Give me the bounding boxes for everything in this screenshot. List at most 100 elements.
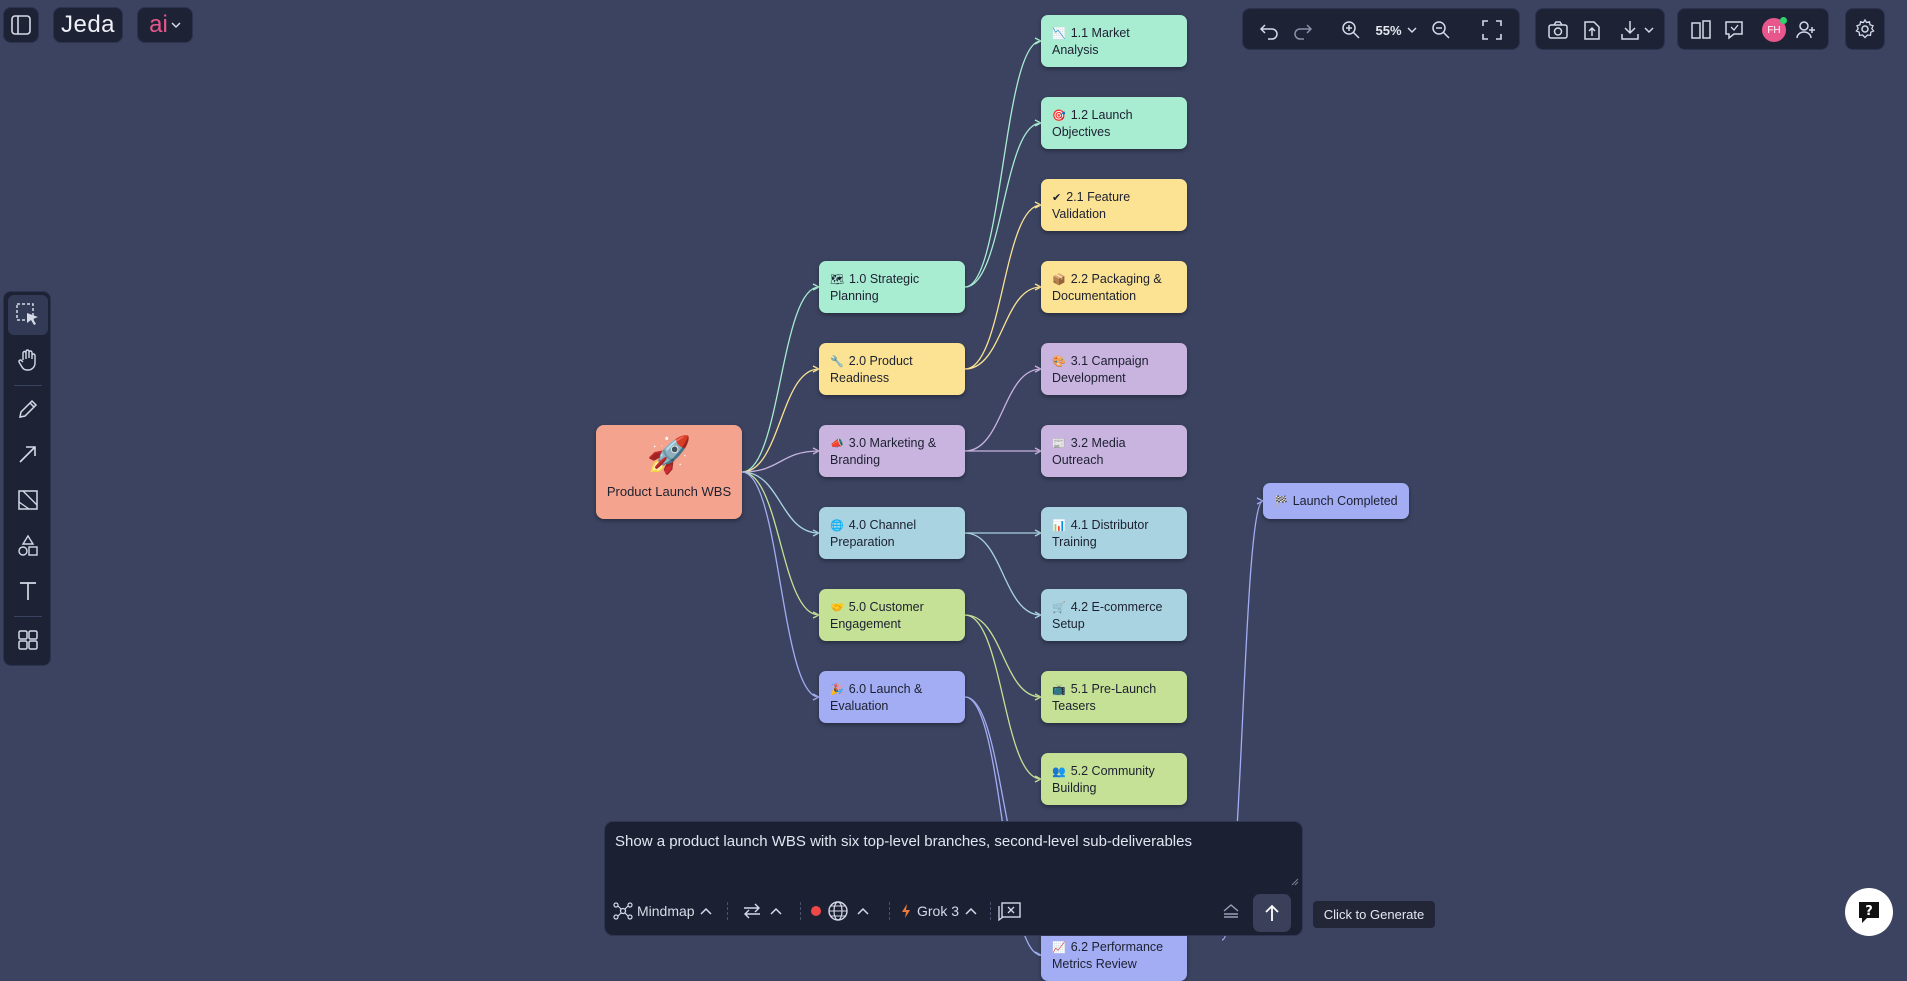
- hand-icon: [18, 349, 36, 371]
- leave-label-line1: 5.1 Pre-Launch: [1070, 682, 1157, 696]
- pen-icon: [19, 399, 38, 418]
- root-label: Product Launch WBS: [606, 484, 732, 499]
- leave-label-line1: 6.2 Performance: [1070, 940, 1164, 954]
- leave-emoji-icon: 🎯: [1052, 110, 1066, 122]
- user-avatar[interactable]: FH: [1762, 17, 1787, 42]
- mode-selector[interactable]: Mindmap: [613, 896, 712, 926]
- text-tool[interactable]: [8, 571, 48, 611]
- mindmap-icon: [613, 902, 633, 920]
- tool-divider: [14, 385, 42, 386]
- model-selector[interactable]: Grok 3: [901, 896, 977, 926]
- undo-icon: [1259, 24, 1278, 40]
- branch-to-leaf-connector: [964, 368, 1042, 452]
- upload-button[interactable]: [1580, 17, 1604, 43]
- leave-label-line2: Building: [1052, 781, 1097, 795]
- select-icon: [16, 303, 38, 325]
- prompt-input[interactable]: Show a product launch WBS with six top-l…: [615, 833, 1192, 850]
- record-dot-icon: [811, 906, 821, 916]
- branch-node[interactable]: 📣3.0 Marketing &Branding: [819, 425, 965, 477]
- resize-handle-icon[interactable]: [1291, 878, 1299, 886]
- zoom-level-dropdown[interactable]: 55%: [1373, 18, 1419, 42]
- zoom-in-icon: [1342, 21, 1360, 39]
- branch-node[interactable]: 🎉6.0 Launch &Evaluation: [819, 671, 965, 723]
- ai-menu-button[interactable]: ai: [137, 7, 193, 43]
- redo-button[interactable]: [1291, 18, 1315, 42]
- fit-screen-icon: [1482, 20, 1502, 40]
- swap-icon: [744, 903, 760, 919]
- shapes-tool[interactable]: [8, 526, 48, 566]
- leave-emoji-icon: 📦: [1052, 274, 1066, 286]
- branche-emoji-icon: 🤝: [830, 602, 844, 614]
- mindmap-connectors: [741, 37, 1265, 956]
- toolbar-divider: [889, 902, 891, 920]
- web-search-selector[interactable]: [811, 896, 869, 926]
- rocket-icon: 🚀: [646, 434, 692, 475]
- branche-label-line1: 3.0 Marketing &: [848, 436, 937, 450]
- collapse-button[interactable]: [1221, 896, 1241, 926]
- comment-icon: [1725, 21, 1743, 40]
- branche-label-line1: 1.0 Strategic: [848, 272, 920, 286]
- svg-text:?: ?: [1865, 904, 1873, 919]
- help-button[interactable]: ?: [1845, 888, 1893, 936]
- invite-user-button[interactable]: [1793, 18, 1819, 42]
- undo-button[interactable]: [1257, 18, 1281, 42]
- leave-label-line2: Setup: [1052, 617, 1085, 631]
- arrow-icon: [19, 446, 36, 463]
- avatar-initials: FH: [1767, 24, 1781, 36]
- direction-selector[interactable]: [742, 896, 782, 926]
- globe-icon: [828, 901, 848, 921]
- pen-tool[interactable]: [8, 389, 48, 429]
- branch-to-leaf-connector: [964, 286, 1042, 370]
- root-to-branch-connector: [741, 450, 820, 473]
- root-node[interactable]: 🚀 Product Launch WBS: [596, 425, 742, 519]
- layout-button[interactable]: [1688, 18, 1714, 42]
- download-dropdown[interactable]: [1614, 17, 1658, 43]
- leave-label-line2: Analysis: [1052, 43, 1099, 57]
- leaf-node[interactable]: 📦2.2 Packaging &Documentation: [1041, 261, 1187, 313]
- image-tool[interactable]: [8, 480, 48, 520]
- chat-clear-icon: [998, 902, 1021, 922]
- branche-label-line2: Preparation: [830, 535, 895, 549]
- sidebar-icon: [11, 15, 31, 35]
- leave-emoji-icon: 📺: [1052, 684, 1066, 696]
- milestone-node[interactable]: 🏁Launch Completed: [1263, 483, 1409, 519]
- settings-button[interactable]: [1845, 8, 1885, 50]
- mode-label: Mindmap: [637, 903, 695, 919]
- select-tool[interactable]: [8, 295, 48, 335]
- leave-emoji-icon: 🛒: [1052, 602, 1066, 614]
- comments-button[interactable]: [1721, 18, 1747, 42]
- root-to-branch-connector: [741, 471, 820, 534]
- toolbar-divider: [990, 902, 992, 920]
- branche-emoji-icon: 🔧: [830, 356, 844, 368]
- screenshot-button[interactable]: [1546, 18, 1570, 42]
- chevron-down-icon: [1406, 27, 1417, 34]
- zoom-out-button[interactable]: [1429, 18, 1453, 42]
- hand-tool[interactable]: [8, 340, 48, 380]
- generate-button[interactable]: [1253, 894, 1291, 932]
- jeda-logo[interactable]: Jeda: [53, 7, 123, 43]
- fit-screen-button[interactable]: [1479, 17, 1505, 43]
- clear-context-button[interactable]: [997, 896, 1023, 926]
- camera-icon: [1548, 21, 1568, 39]
- arrow-tool[interactable]: [8, 434, 48, 474]
- sidebar-toggle-button[interactable]: [3, 7, 39, 43]
- leave-label-line1: 3.1 Campaign: [1070, 354, 1149, 368]
- templates-tool[interactable]: [8, 620, 48, 660]
- zoom-in-button[interactable]: [1339, 18, 1363, 42]
- branch-to-leaf-connector: [964, 40, 1042, 288]
- leave-emoji-icon: 📰: [1052, 438, 1066, 450]
